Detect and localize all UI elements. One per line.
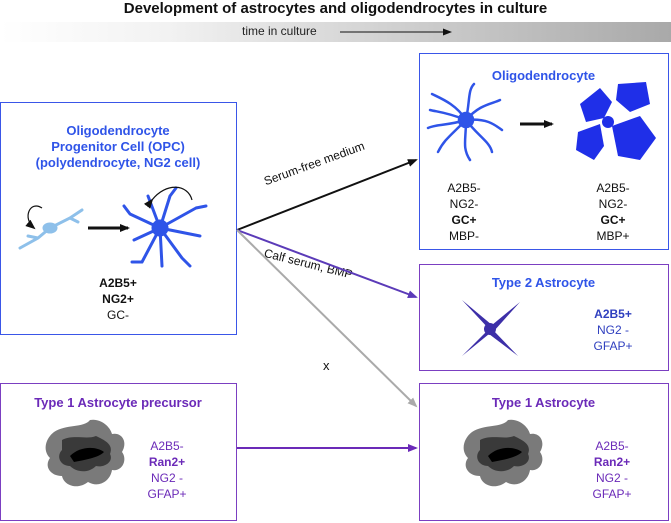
type1-precursor-marker-a2b5: A2B5- <box>150 439 184 453</box>
type1-precursor-title: Type 1 Astrocyte precursor <box>34 395 202 410</box>
type1-marker-gfap: GFAP+ <box>592 487 632 501</box>
oligodendrocyte-title: Oligodendrocyte <box>491 68 596 83</box>
type1-title: Type 1 Astrocyte <box>491 395 596 410</box>
route-label-blocked: x <box>323 358 330 373</box>
type1-precursor-box: Type 1 Astrocyte precursor A2B5- Ran2+ N… <box>0 383 237 521</box>
route-label-calf-serum: Calf serum, BMP <box>262 246 354 282</box>
route-label-serum-free: Serum-free medium <box>262 138 367 189</box>
opc-title-line3: (polydendrocyte, NG2 cell) <box>35 155 201 170</box>
oligo-left-marker-a2b5: A2B5- <box>447 181 481 195</box>
type2-marker-a2b5: A2B5+ <box>594 307 632 321</box>
type2-title: Type 2 Astrocyte <box>491 275 596 290</box>
time-gradient-bar <box>0 22 671 42</box>
oligo-left-marker-gc: GC+ <box>451 213 477 227</box>
oligo-right-marker-gc: GC+ <box>600 213 626 227</box>
type1-marker-a2b5: A2B5- <box>595 439 629 453</box>
opc-marker-ng2: NG2+ <box>102 292 134 306</box>
oligo-right-marker-a2b5: A2B5- <box>596 181 630 195</box>
type1-marker-ng2: NG2 - <box>595 471 628 485</box>
type2-marker-gfap: GFAP+ <box>593 339 633 353</box>
type1-precursor-marker-ng2: NG2 - <box>150 471 183 485</box>
type2-marker-ng2: NG2 - <box>596 323 629 337</box>
oligo-left-marker-ng2: NG2- <box>449 197 479 211</box>
type1-astrocyte-box: Type 1 Astrocyte A2B5- Ran2+ NG2 - GFAP+ <box>419 383 669 521</box>
opc-marker-a2b5: A2B5+ <box>99 276 137 290</box>
type1-precursor-marker-gfap: GFAP+ <box>147 487 187 501</box>
type1-precursor-marker-ran2: Ran2+ <box>148 455 186 469</box>
opc-title-line2: Progenitor Cell (OPC) <box>51 139 185 154</box>
arrow-serum-free <box>236 159 418 231</box>
time-label: time in culture <box>242 24 317 38</box>
oligo-left-marker-mbp: MBP- <box>449 229 479 243</box>
opc-marker-gc: GC- <box>107 308 129 322</box>
diagram-title: Development of astrocytes and oligodendr… <box>123 0 548 17</box>
opc-title-line1: Oligodendrocyte <box>66 123 170 138</box>
opc-box: Oligodendrocyte Progenitor Cell (OPC) (p… <box>0 102 237 335</box>
oligo-right-marker-mbp: MBP+ <box>596 229 630 243</box>
oligo-right-marker-ng2: NG2- <box>598 197 628 211</box>
type2-astrocyte-box: Type 2 Astrocyte A2B5+ NG2 - GFAP+ <box>419 264 669 371</box>
oligodendrocyte-box: Oligodendrocyte A2B5- NG2- GC+ MBP- A2B5… <box>419 53 669 250</box>
type1-marker-ran2: Ran2+ <box>593 455 631 469</box>
